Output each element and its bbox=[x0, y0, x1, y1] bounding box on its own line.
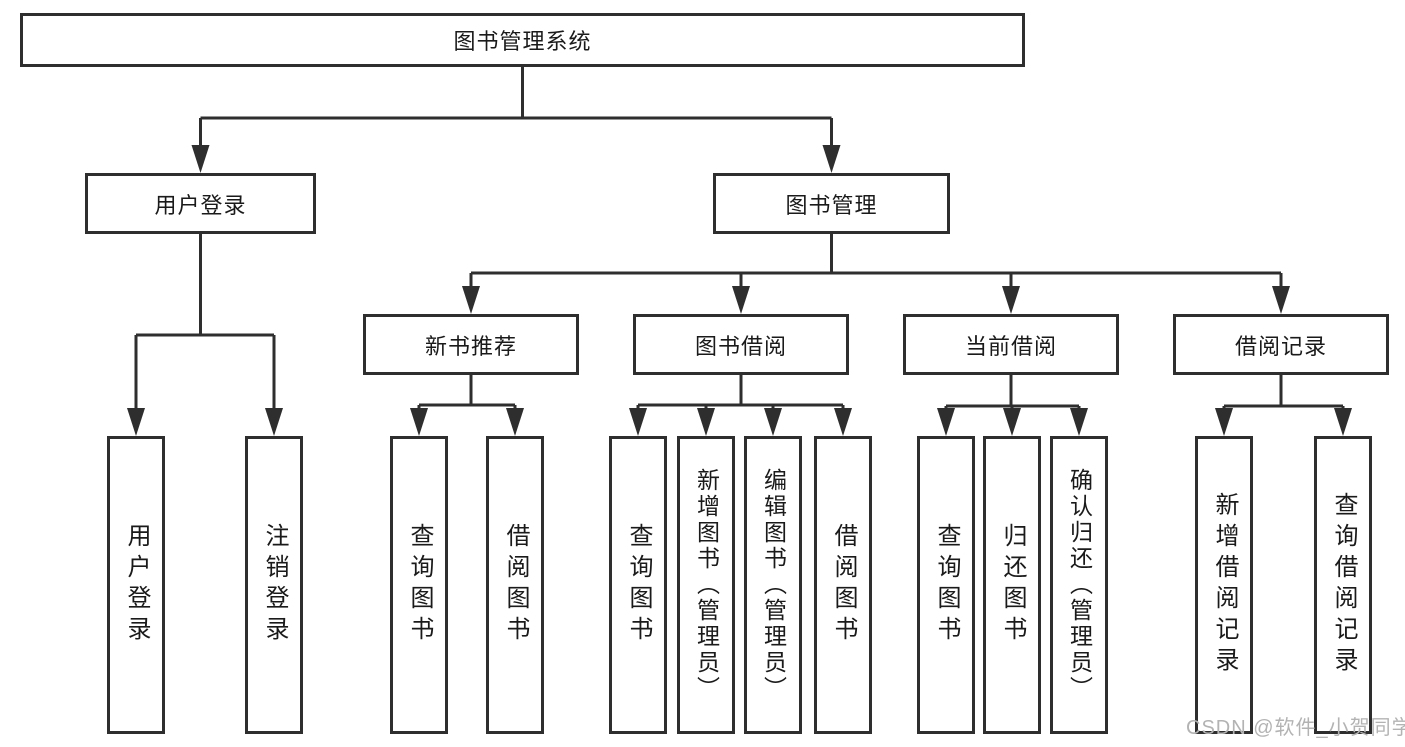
leaf-logout-label: 注销登录 bbox=[261, 523, 288, 647]
leaf-query-books-borrow: 查询图书 bbox=[609, 436, 667, 734]
leaf-borrow-books-recommend: 借阅图书 bbox=[486, 436, 544, 734]
node-borrow-records-label: 借阅记录 bbox=[1234, 333, 1327, 359]
leaf-query-borrow-record-label: 查询借阅记录 bbox=[1330, 492, 1357, 678]
leaf-return-books-label: 归还图书 bbox=[999, 523, 1026, 647]
leaf-query-books-recommend-label: 查询图书 bbox=[406, 523, 433, 647]
node-root-label: 图书管理系统 bbox=[453, 29, 592, 54]
leaf-borrow-books-recommend-label: 借阅图书 bbox=[502, 523, 529, 647]
leaf-borrow-books-borrow-label: 借阅图书 bbox=[830, 523, 857, 647]
node-book-management-label: 图书管理 bbox=[785, 192, 878, 218]
leaf-add-books-admin: 新增图书（管理员） bbox=[677, 436, 735, 734]
node-current-borrow: 当前借阅 bbox=[903, 314, 1119, 375]
leaf-add-books-admin-label: 新增图书（管理员） bbox=[693, 468, 720, 702]
node-user-login-label: 用户登录 bbox=[154, 192, 247, 218]
leaf-edit-books-admin: 编辑图书（管理员） bbox=[744, 436, 802, 734]
watermark-text: CSDN @软件_小贺同学 bbox=[1186, 717, 1405, 739]
leaf-query-borrow-record: 查询借阅记录 bbox=[1314, 436, 1372, 734]
node-book-management: 图书管理 bbox=[713, 173, 950, 234]
leaf-return-books: 归还图书 bbox=[983, 436, 1041, 734]
node-borrow-records: 借阅记录 bbox=[1173, 314, 1389, 375]
leaf-confirm-return-admin-label: 确认归还（管理员） bbox=[1066, 468, 1093, 702]
leaf-query-books-borrow-label: 查询图书 bbox=[625, 523, 652, 647]
leaf-user-login-label: 用户登录 bbox=[123, 523, 150, 647]
leaf-borrow-books-borrow: 借阅图书 bbox=[814, 436, 872, 734]
node-root: 图书管理系统 bbox=[20, 13, 1025, 67]
node-book-borrow-label: 图书借阅 bbox=[694, 333, 787, 359]
leaf-edit-books-admin-label: 编辑图书（管理员） bbox=[760, 468, 787, 702]
node-user-login: 用户登录 bbox=[85, 173, 316, 234]
leaf-user-login: 用户登录 bbox=[107, 436, 165, 734]
leaf-logout: 注销登录 bbox=[245, 436, 303, 734]
node-new-book-recommend: 新书推荐 bbox=[363, 314, 579, 375]
node-current-borrow-label: 当前借阅 bbox=[964, 333, 1057, 359]
node-new-book-recommend-label: 新书推荐 bbox=[424, 333, 517, 359]
node-book-borrow: 图书借阅 bbox=[633, 314, 849, 375]
leaf-add-borrow-record: 新增借阅记录 bbox=[1195, 436, 1253, 734]
leaf-query-books-current-label: 查询图书 bbox=[933, 523, 960, 647]
leaf-query-books-recommend: 查询图书 bbox=[390, 436, 448, 734]
leaf-confirm-return-admin: 确认归还（管理员） bbox=[1050, 436, 1108, 734]
leaf-query-books-current: 查询图书 bbox=[917, 436, 975, 734]
leaf-add-borrow-record-label: 新增借阅记录 bbox=[1211, 492, 1238, 678]
